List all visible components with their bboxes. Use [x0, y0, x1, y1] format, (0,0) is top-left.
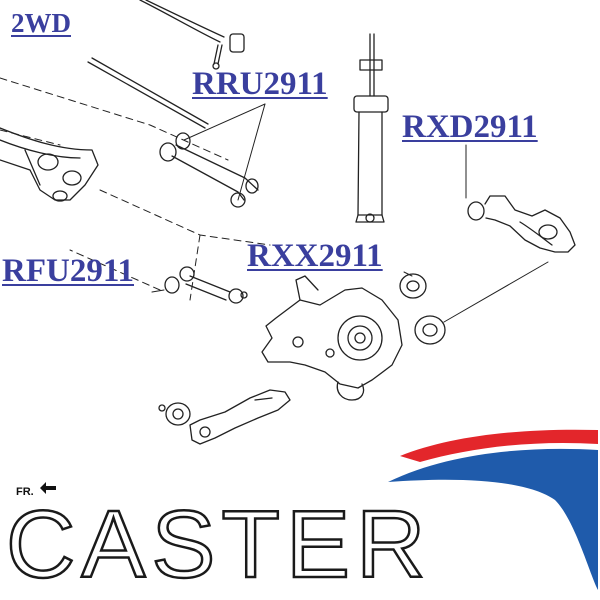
- dashed-reference-lines: [0, 77, 271, 301]
- direction-marker: FR.: [16, 486, 34, 498]
- front-lower-arm-drawing: [164, 266, 248, 304]
- stabilizer-bar: [139, 0, 245, 70]
- upper-arm-drawing: [159, 132, 259, 208]
- part-label-lower-rear-arm: RXD2911: [402, 109, 538, 145]
- direction-arrow: [40, 482, 56, 494]
- knuckle-bushings: [399, 273, 446, 345]
- lower-trailing-arm-drawing: [158, 389, 291, 445]
- drivetrain-label: 2WD: [11, 8, 71, 38]
- brand-swoosh-logo: [388, 429, 598, 590]
- knuckle-drawing: [261, 275, 403, 401]
- swoosh-blue: [388, 448, 598, 590]
- tie-rod: [87, 57, 209, 129]
- subframe: [0, 127, 99, 202]
- part-label-upper-arm: RRU2911: [192, 66, 328, 102]
- swoosh-red: [400, 429, 598, 462]
- brand-logo-text: CASTER: [5, 491, 432, 598]
- shock-absorber: [353, 33, 389, 223]
- leader-lines: [151, 103, 549, 323]
- part-label-front-lower-arm: RFU2911: [2, 253, 134, 289]
- lower-rear-arm-drawing: [467, 195, 576, 253]
- part-label-knuckle: RXX2911: [247, 238, 383, 274]
